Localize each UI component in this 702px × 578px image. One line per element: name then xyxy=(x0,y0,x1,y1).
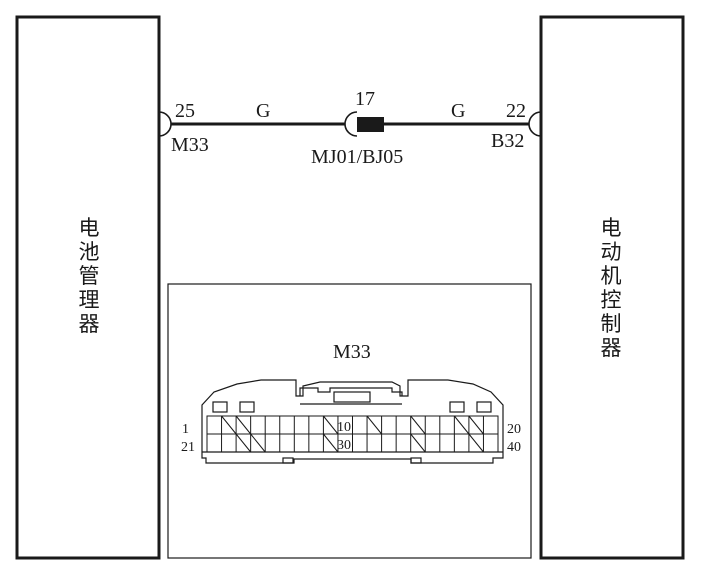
cavity-hatch xyxy=(410,415,426,435)
left-module-label-char-5: 器 xyxy=(79,312,100,336)
latch-tab xyxy=(333,391,371,403)
right-key-notch xyxy=(449,401,465,413)
left-key-notch-2 xyxy=(239,401,255,413)
right-module-label-char-4: 控 xyxy=(601,288,622,312)
left-pin-number: 25 xyxy=(175,100,195,122)
cavity-hatch xyxy=(235,433,252,453)
pin-cavity-grid xyxy=(206,415,499,453)
connector-view-title: M33 xyxy=(333,341,371,363)
right-module-label-char-5: 制 xyxy=(601,312,622,336)
cavity-hatch xyxy=(410,433,426,453)
connector-view: M33 1 21 10 30 20 40 xyxy=(167,283,532,559)
cavity-hatch xyxy=(235,415,252,435)
left-module-label-char-4: 理 xyxy=(79,288,100,312)
splice-block xyxy=(357,117,384,132)
right-connector-label: B32 xyxy=(491,130,524,152)
pin-label-40: 40 xyxy=(507,440,521,455)
right-wire-color: G xyxy=(451,100,465,122)
cavity-hatch xyxy=(250,433,266,453)
right-pin-number: 22 xyxy=(506,100,526,122)
right-module-box xyxy=(539,15,685,560)
pin-label-20: 20 xyxy=(507,422,521,437)
right-module-label-char-1: 电 xyxy=(601,216,622,240)
right-connector-terminal xyxy=(528,111,542,137)
left-connector-label: M33 xyxy=(171,134,209,156)
right-module-label-char-2: 动 xyxy=(601,240,622,264)
cavity-hatch xyxy=(453,415,470,435)
left-module-label-char-2: 池 xyxy=(79,240,100,264)
right-key-notch-2 xyxy=(476,401,492,413)
left-connector-terminal xyxy=(158,111,172,137)
latch-top xyxy=(299,387,403,396)
cavity-hatch xyxy=(323,433,339,453)
left-module-label-char-3: 管 xyxy=(79,264,100,288)
splice-terminal xyxy=(344,111,358,137)
left-wire-color: G xyxy=(256,100,270,122)
pin-label-1: 1 xyxy=(182,422,189,437)
pin-label-10: 10 xyxy=(337,420,351,435)
connector-view-frame xyxy=(167,283,532,559)
pin-label-21: 21 xyxy=(181,440,195,455)
cavity-hatch xyxy=(366,415,382,435)
pin-label-30: 30 xyxy=(337,438,351,453)
bottom-key-2 xyxy=(410,457,422,464)
bottom-key xyxy=(282,457,294,464)
splice-connector-label: MJ01/BJ05 xyxy=(311,146,403,168)
splice-pin-number: 17 xyxy=(355,88,375,110)
left-module-label-char-1: 电 xyxy=(79,216,100,240)
right-module-label-char-6: 器 xyxy=(601,336,622,360)
housing-outline xyxy=(201,379,504,464)
wire-run: 25 G M33 17 MJ01/BJ05 G 22 B32 xyxy=(158,88,542,168)
left-module-box xyxy=(15,15,161,560)
cavity-hatch xyxy=(323,415,339,435)
right-module-label-char-3: 机 xyxy=(601,264,622,288)
cavity-hatch xyxy=(221,415,237,435)
cavity-hatch xyxy=(468,415,484,435)
left-key-notch xyxy=(212,401,228,413)
cavity-hatch xyxy=(468,433,484,453)
